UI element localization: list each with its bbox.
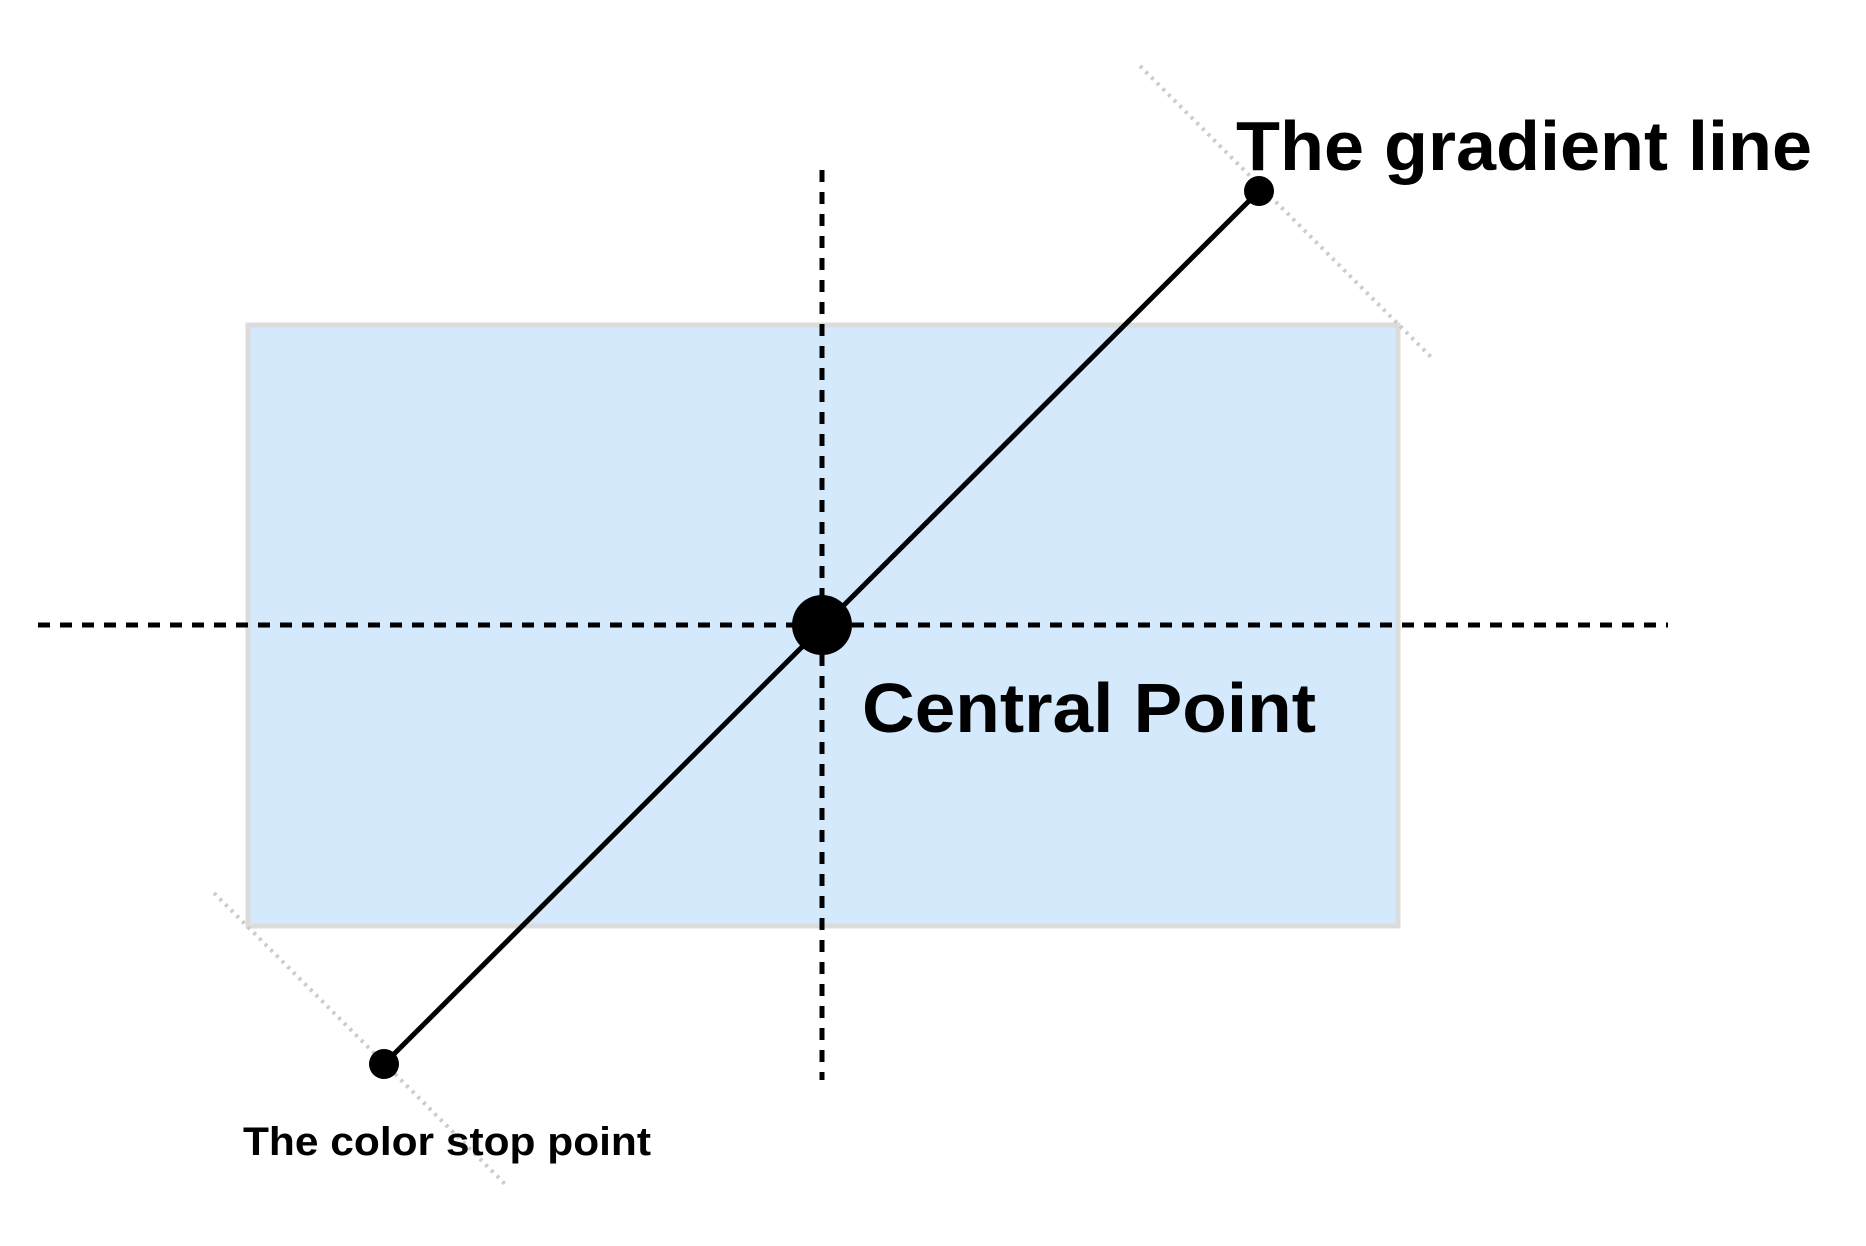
gradient-end-point	[1244, 176, 1274, 206]
end-perpendicular-guide	[1138, 64, 1434, 360]
color-stop-point-label: The color stop point	[243, 1120, 651, 1164]
color-stop-point	[369, 1049, 399, 1079]
start-perpendicular-guide	[212, 891, 508, 1187]
central-point	[792, 595, 852, 655]
central-point-label: Central Point	[862, 669, 1316, 747]
gradient-line-label: The gradient line	[1236, 107, 1812, 185]
